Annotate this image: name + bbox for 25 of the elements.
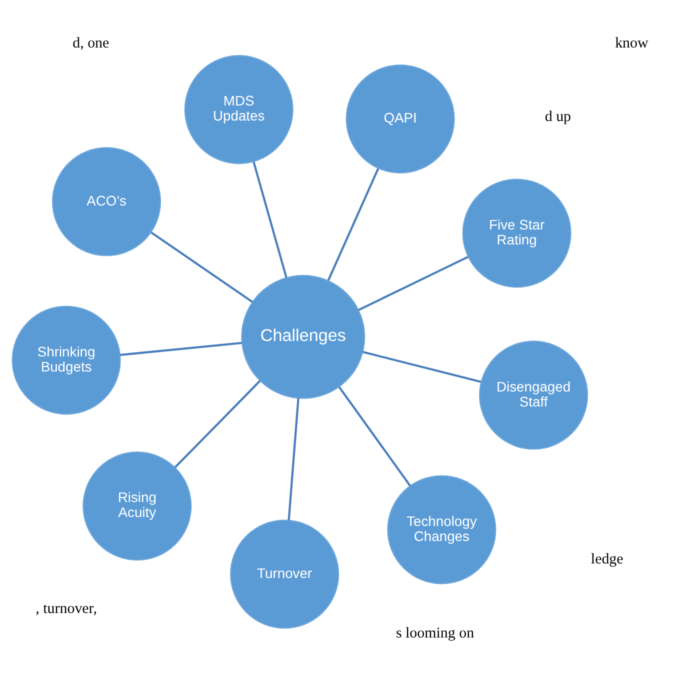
node-circle: Disengaged Staff bbox=[479, 340, 588, 450]
connector bbox=[120, 341, 242, 356]
connector bbox=[174, 380, 261, 468]
node-circle: MDS Updates bbox=[184, 54, 294, 164]
label: know bbox=[615, 34, 648, 51]
node-circle: Five Star Rating bbox=[462, 178, 572, 288]
label: ledge bbox=[590, 551, 624, 568]
label: d up bbox=[544, 108, 572, 125]
connector bbox=[362, 350, 482, 382]
connector bbox=[338, 386, 411, 486]
label: d, one bbox=[72, 34, 110, 51]
label: , turnover, bbox=[36, 600, 97, 616]
node-circle: Technology Changes bbox=[387, 474, 496, 584]
node-circle: ACO’s bbox=[52, 146, 161, 256]
node-circle: Turnover bbox=[230, 519, 340, 628]
connector bbox=[327, 168, 380, 280]
connector bbox=[252, 160, 288, 278]
node-circle: Shrinking Budgets bbox=[12, 305, 121, 414]
node-circle: Rising Acuity bbox=[82, 451, 192, 560]
connector bbox=[288, 398, 300, 520]
node-circle: Challenges bbox=[241, 274, 366, 398]
connector bbox=[150, 231, 254, 302]
connector bbox=[358, 255, 468, 311]
label: s looming on bbox=[396, 624, 474, 641]
node-circle: QAPI bbox=[346, 64, 455, 173]
